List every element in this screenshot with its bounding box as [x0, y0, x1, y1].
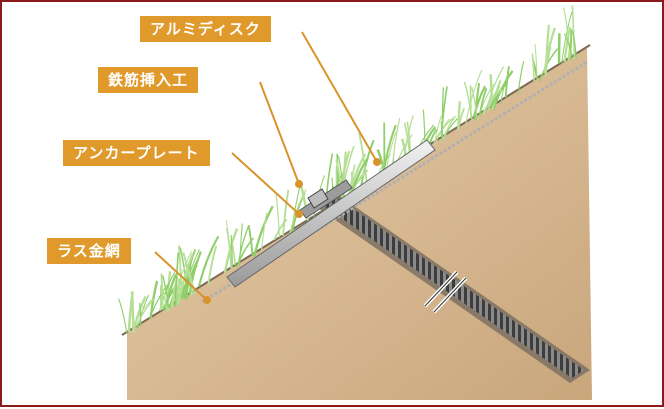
grass-blade: [442, 87, 443, 140]
leader-aluminum-disk: [302, 32, 377, 162]
leader-anchor-plate: [232, 153, 299, 214]
grass-blade: [276, 193, 279, 237]
grass-blade: [119, 299, 127, 334]
leader-rebar: [260, 82, 299, 184]
grass-blade: [506, 66, 509, 97]
label-anchor-plate: アンカープレート: [63, 140, 210, 166]
grass-blade: [532, 53, 534, 80]
label-lath-net: ラス金網: [47, 238, 131, 264]
grass-blade: [283, 190, 288, 236]
label-rebar-insertion: 鉄筋挿入工: [98, 67, 198, 93]
label-aluminum-disk: アルミディスク: [140, 16, 271, 42]
